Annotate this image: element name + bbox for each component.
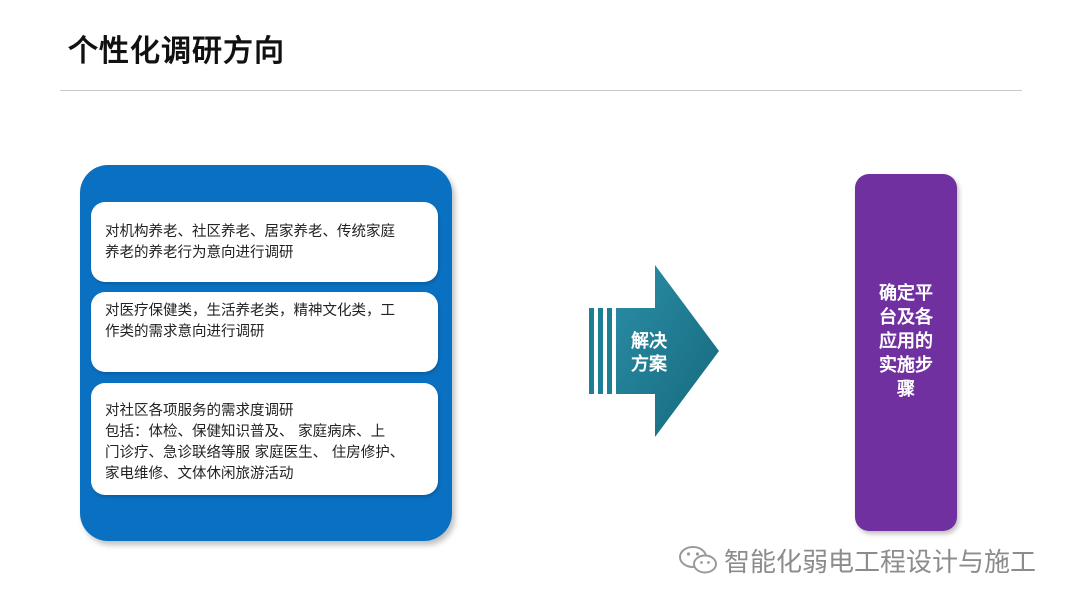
card-text-line: 门诊疗、急诊联络等服 家庭医生、 住房修护、 (105, 445, 405, 461)
result-text-line: 台及各 (879, 307, 933, 328)
result-text-line: 确定平 (879, 283, 933, 304)
result-text-line: 实施步 (879, 355, 933, 376)
card-text-line: 包括：体检、保健知识普及、 家庭病床、上 (105, 424, 386, 440)
result-text-line: 应用的 (879, 331, 933, 352)
card-text-line: 家电维修、文体休闲旅游活动 (105, 466, 294, 482)
card-text-line: 作类的需求意向进行调研 (105, 324, 265, 340)
card-text-line: 对机构养老、社区养老、居家养老、传统家庭 (105, 224, 395, 240)
card-text-line: 对医疗保健类，生活养老类，精神文化类，工 (105, 303, 395, 319)
wechat-icon (679, 546, 717, 574)
solution-arrow-icon (589, 265, 721, 437)
result-text: 确定平 台及各 应用的 实施步 骤 (855, 282, 957, 402)
arrow-label-line: 方案 (631, 354, 667, 375)
research-card-community-services: 对社区各项服务的需求度调研 包括：体检、保健知识普及、 家庭病床、上 门诊疗、急… (91, 383, 438, 495)
arrow-label: 解决 方案 (619, 330, 679, 376)
research-card-elderly-care-modes: 对机构养老、社区养老、居家养老、传统家庭 养老的养老行为意向进行调研 (91, 202, 438, 282)
title-divider (60, 90, 1022, 91)
result-text-line: 骤 (897, 379, 915, 400)
arrow-label-line: 解决 (631, 331, 667, 352)
result-box (855, 174, 957, 531)
card-text-line: 对社区各项服务的需求度调研 (105, 403, 294, 419)
page-title: 个性化调研方向 (68, 34, 285, 69)
watermark-text: 智能化弱电工程设计与施工 (724, 547, 1037, 578)
research-card-demand-categories: 对医疗保健类，生活养老类，精神文化类，工 作类的需求意向进行调研 (91, 292, 438, 372)
watermark: 智能化弱电工程设计与施工 (678, 540, 1036, 580)
card-text-line: 养老的养老行为意向进行调研 (105, 245, 294, 261)
